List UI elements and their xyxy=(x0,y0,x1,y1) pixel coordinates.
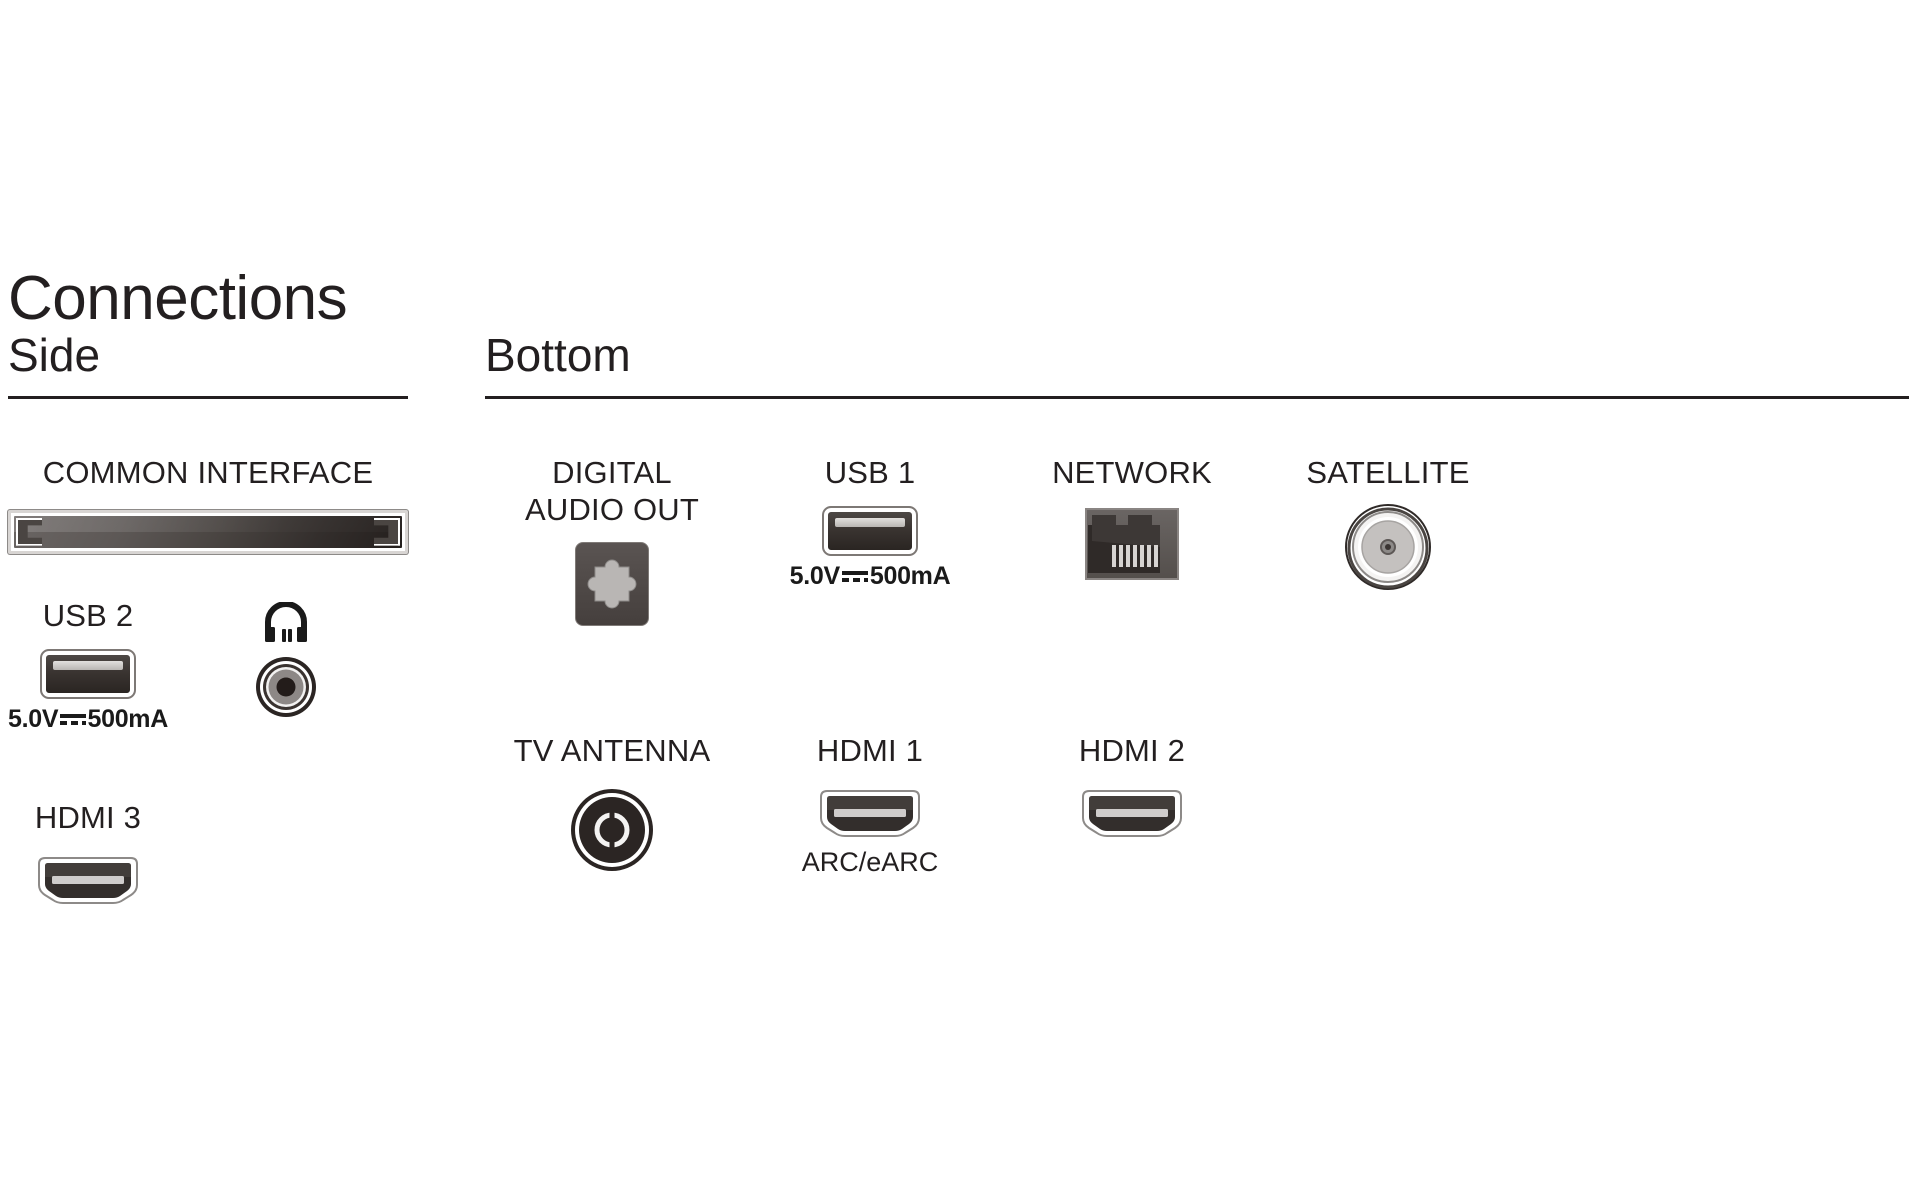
hdmi-port-icon xyxy=(33,855,143,907)
port-label-usb1: USB 1 xyxy=(824,455,916,490)
port-label-common-interface: COMMON INTERFACE xyxy=(42,455,374,490)
power-voltage-usb1: 5.0V xyxy=(789,561,841,590)
port-label-tv-antenna: TV ANTENNA xyxy=(513,733,711,768)
power-voltage-usb2: 5.0V xyxy=(8,704,59,733)
port-label-digital-audio-out-line1: DIGITAL xyxy=(552,455,672,490)
power-rating-usb1: 5.0V 500mA xyxy=(760,561,980,590)
port-group-hdmi2: HDMI 2 xyxy=(1022,733,1242,840)
port-sublabel-hdmi1: ARC/eARC xyxy=(801,846,939,877)
optical-audio-port-icon xyxy=(575,542,649,627)
satellite-f-connector-icon xyxy=(1345,503,1431,590)
ci-slot-icon xyxy=(8,509,408,554)
port-group-tv-antenna: TV ANTENNA xyxy=(492,733,732,872)
hdmi-port-icon xyxy=(815,788,925,840)
port-label-network: NETWORK xyxy=(1052,455,1212,490)
port-group-usb1: USB 1 5.0V 500mA xyxy=(760,455,980,589)
port-label-hdmi3: HDMI 3 xyxy=(34,800,142,835)
page-title: Connections xyxy=(8,264,348,333)
headphone-jack-port-icon xyxy=(255,656,317,718)
port-group-network: NETWORK xyxy=(1022,455,1242,580)
port-group-satellite: SATELLITE xyxy=(1278,455,1498,590)
power-rating-usb2: 5.0V 500mA xyxy=(8,704,169,733)
port-group-hdmi1: HDMI 1 ARC/eARC xyxy=(760,733,980,877)
port-label-digital-audio-out-line2: AUDIO OUT xyxy=(524,491,700,527)
port-group-digital-audio-out: DIGITAL AUDIO OUT xyxy=(492,455,732,627)
usb-port-icon xyxy=(822,505,918,556)
port-group-usb2: USB 2 5.0V 500mA xyxy=(8,598,168,732)
headphone-icon xyxy=(263,601,309,642)
port-label-hdmi1: HDMI 1 xyxy=(816,733,924,768)
dc-symbol-icon xyxy=(841,568,868,584)
section-rule-side xyxy=(8,396,408,399)
port-group-headphone xyxy=(236,601,336,718)
dc-symbol-icon xyxy=(60,711,87,727)
section-heading-bottom: Bottom xyxy=(485,329,631,381)
ethernet-rj45-port-icon xyxy=(1085,507,1179,580)
port-label-hdmi2: HDMI 2 xyxy=(1078,733,1186,768)
port-group-common-interface: COMMON INTERFACE xyxy=(8,455,408,554)
section-heading-side: Side xyxy=(8,329,101,381)
usb-port-icon xyxy=(40,648,136,699)
coax-antenna-connector-icon xyxy=(570,788,654,872)
port-label-usb2: USB 2 xyxy=(42,598,134,633)
hdmi-port-icon xyxy=(1077,788,1187,840)
power-current-usb1: 500mA xyxy=(869,561,951,590)
section-rule-bottom xyxy=(485,396,1909,399)
power-current-usb2: 500mA xyxy=(87,704,169,733)
port-group-hdmi3: HDMI 3 xyxy=(8,800,168,907)
port-label-satellite: SATELLITE xyxy=(1306,455,1470,490)
